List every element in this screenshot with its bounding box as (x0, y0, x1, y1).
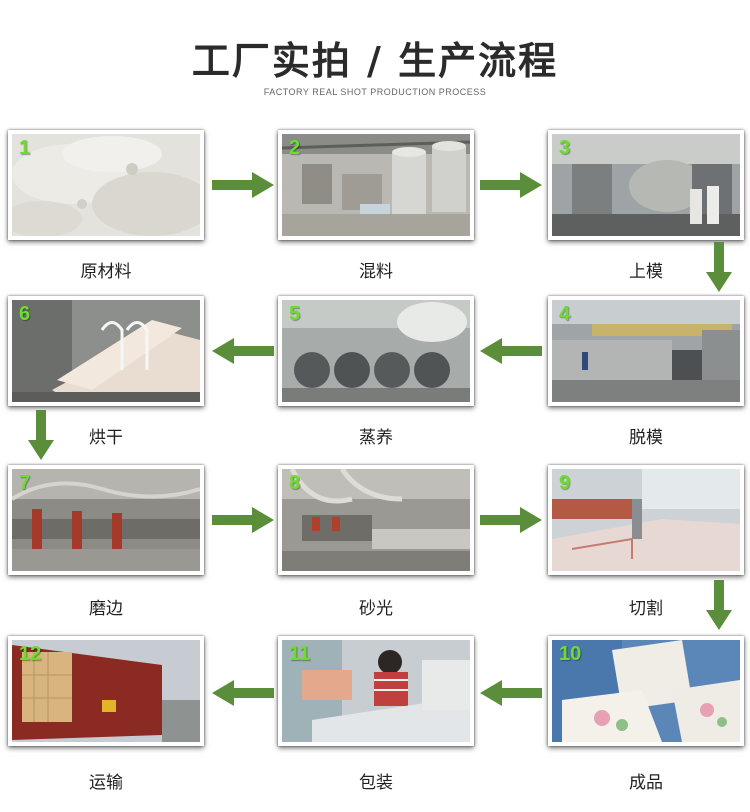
step-2-photo-mixing: 2 (278, 130, 474, 240)
step-label: 成品 (629, 773, 663, 793)
step-number: 4 (559, 303, 571, 325)
arrow-left-icon (480, 338, 542, 364)
step-number: 12 (19, 643, 42, 665)
step-number: 11 (289, 643, 311, 665)
step-label: 运输 (89, 773, 123, 793)
step-label: 蒸养 (359, 428, 393, 448)
step-number: 8 (289, 472, 301, 494)
step-label: 磨边 (89, 599, 123, 619)
step-8-photo-sanding: 8 (278, 465, 474, 575)
step-number: 1 (19, 137, 31, 159)
step-label: 包装 (359, 773, 393, 793)
step-label: 混料 (359, 262, 393, 282)
arrow-left-icon (212, 338, 274, 364)
page-title: 工厂实拍 / 生产流程 (191, 39, 559, 83)
step-3-photo-molding: 3 (548, 130, 744, 240)
arrow-down-icon (706, 242, 732, 292)
step-label: 砂光 (359, 599, 393, 619)
arrow-left-icon (480, 680, 542, 706)
step-number: 9 (559, 472, 571, 494)
arrow-left-icon (212, 680, 274, 706)
page-subtitle: FACTORY REAL SHOT PRODUCTION PROCESS (263, 87, 487, 97)
arrow-right-icon (212, 507, 274, 533)
step-5-photo-steam-curing: 5 (278, 296, 474, 406)
step-number: 3 (559, 137, 571, 159)
step-number: 2 (289, 137, 301, 159)
step-4-photo-demolding: 4 (548, 296, 744, 406)
step-number: 7 (19, 472, 31, 494)
step-number: 6 (19, 303, 31, 325)
step-7-photo-edge-grinding: 7 (8, 465, 204, 575)
step-12-photo-transport: 12 (8, 636, 204, 746)
step-label: 切割 (629, 599, 663, 619)
step-1-photo-raw-material: 1 (8, 130, 204, 240)
arrow-right-icon (212, 172, 274, 198)
step-6-photo-drying: 6 (8, 296, 204, 406)
step-number: 5 (289, 303, 301, 325)
step-label: 烘干 (89, 428, 123, 448)
arrow-down-icon (28, 410, 54, 460)
arrow-down-icon (706, 580, 732, 630)
step-number: 10 (559, 643, 582, 665)
arrow-right-icon (480, 172, 542, 198)
step-label: 原材料 (80, 262, 132, 282)
step-9-photo-cutting: 9 (548, 465, 744, 575)
step-11-photo-packaging: 11 (278, 636, 474, 746)
arrow-right-icon (480, 507, 542, 533)
step-label: 上模 (629, 262, 663, 282)
step-label: 脱模 (629, 428, 663, 448)
step-10-photo-finished-product: 10 (548, 636, 744, 746)
